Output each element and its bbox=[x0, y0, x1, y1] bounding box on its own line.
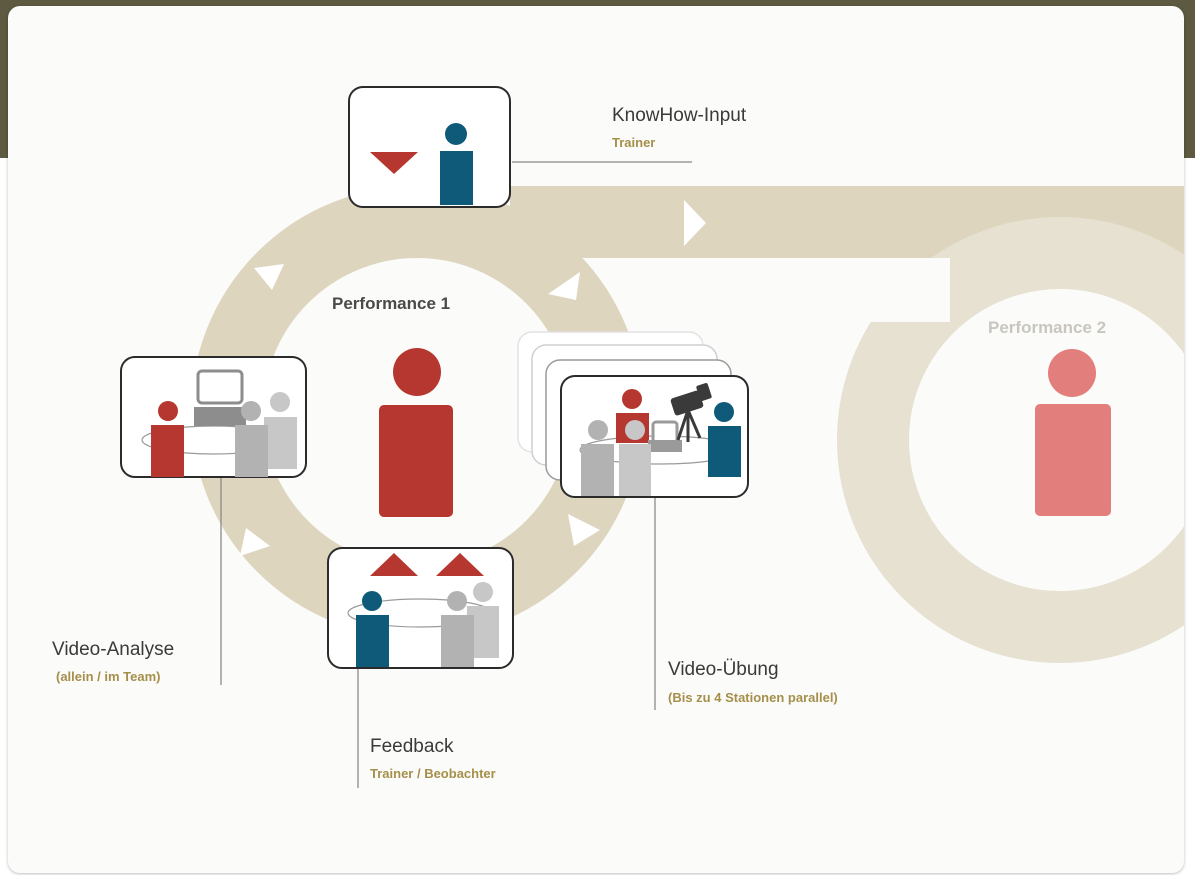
knowhow-input-title: KnowHow-Input bbox=[612, 105, 747, 126]
up-triangle-icon bbox=[370, 553, 418, 576]
performer-figure-1 bbox=[379, 348, 453, 517]
desk-icon bbox=[194, 407, 246, 426]
trainer-icon bbox=[445, 123, 467, 145]
arrow-right-icon bbox=[684, 200, 706, 246]
video-analyse-subtitle: (allein / im Team) bbox=[56, 669, 161, 684]
performance-2-ring bbox=[510, 186, 1184, 663]
performer-figure-2 bbox=[1035, 349, 1111, 516]
performance-1-label: Performance 1 bbox=[332, 294, 451, 313]
diagram-card: Performance 1 Performance 2 KnowHow-Inpu… bbox=[8, 6, 1184, 873]
video-analyse-title: Video-Analyse bbox=[52, 639, 175, 660]
feedback-title: Feedback bbox=[370, 736, 454, 757]
participant-icon bbox=[581, 444, 614, 496]
feedback-subtitle: Trainer / Beobachter bbox=[370, 766, 496, 781]
video-analyse-box bbox=[120, 356, 307, 478]
arrow-icon bbox=[548, 272, 580, 300]
down-triangle-icon bbox=[370, 152, 418, 174]
up-triangle-icon bbox=[436, 553, 484, 576]
feedback-box bbox=[327, 547, 514, 669]
video-uebung-subtitle: (Bis zu 4 Stationen parallel) bbox=[668, 690, 838, 705]
knowhow-input-subtitle: Trainer bbox=[612, 135, 656, 150]
ring-gap bbox=[570, 258, 950, 322]
video-uebung-box-stack bbox=[517, 331, 749, 498]
knowhow-input-box bbox=[348, 86, 511, 208]
participant-icon bbox=[619, 444, 651, 496]
trainer-icon bbox=[356, 615, 389, 667]
arrow-icon bbox=[568, 514, 600, 546]
leader-lines bbox=[220, 161, 692, 788]
learning-cycle-diagram bbox=[120, 86, 1184, 788]
participant-icon bbox=[235, 425, 268, 477]
arrow-icon bbox=[240, 528, 270, 556]
arrow-icon bbox=[254, 264, 284, 290]
laptop-icon bbox=[651, 420, 679, 444]
participant-icon bbox=[441, 615, 474, 667]
participant-icon bbox=[151, 425, 184, 477]
performance-2-label: Performance 2 bbox=[988, 318, 1107, 337]
cycle-arrows bbox=[240, 200, 706, 556]
participant-icon bbox=[264, 417, 297, 469]
monitor-icon bbox=[196, 369, 244, 405]
camera-icon bbox=[670, 383, 712, 442]
video-uebung-title: Video-Übung bbox=[668, 659, 779, 680]
trainer-icon bbox=[708, 426, 741, 477]
